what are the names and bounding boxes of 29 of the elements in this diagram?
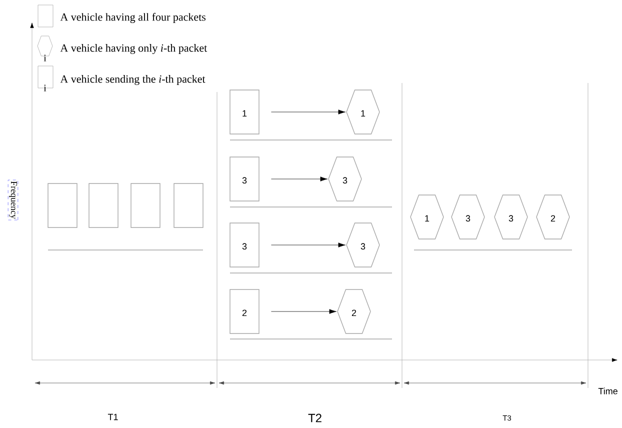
legend-text: A vehicle having all four packets xyxy=(60,12,206,24)
vehicle-box xyxy=(130,183,160,228)
vehicle-box xyxy=(88,183,118,228)
legend-text: A vehicle having only i-th packet xyxy=(60,44,208,54)
axis-label: Time xyxy=(598,388,618,394)
vehicle-hexagon: 3 xyxy=(328,156,362,202)
axis-label: Frequency xyxy=(8,180,18,220)
arrow xyxy=(271,176,328,182)
symbol-index: i xyxy=(44,54,46,62)
vehicle-box: 3 xyxy=(230,156,260,202)
arrow xyxy=(271,242,346,248)
vehicle-box xyxy=(174,183,204,228)
vehicle-hexagon: 1 xyxy=(410,194,444,240)
vehicle-hexagon: 3 xyxy=(346,222,380,268)
vehicle-hexagon: 2 xyxy=(337,289,371,334)
vehicle-hexagon: 3 xyxy=(451,194,485,240)
legend-text: A vehicle sending the i-th packet xyxy=(60,75,206,85)
period-label: T2 xyxy=(308,414,322,422)
vehicle-box xyxy=(48,183,78,228)
symbol-index: i xyxy=(44,84,46,92)
vehicle-hexagon: 1 xyxy=(346,90,380,134)
period-label: T1 xyxy=(108,414,118,420)
vehicle-hexagon: 2 xyxy=(536,194,570,240)
vehicle-box: 3 xyxy=(230,222,260,268)
arrow xyxy=(271,110,346,114)
vehicle-box: 1 xyxy=(230,90,260,134)
vehicle-hexagon: 3 xyxy=(494,194,528,240)
arrow xyxy=(271,309,337,314)
vehicle-box: 2 xyxy=(230,289,260,334)
